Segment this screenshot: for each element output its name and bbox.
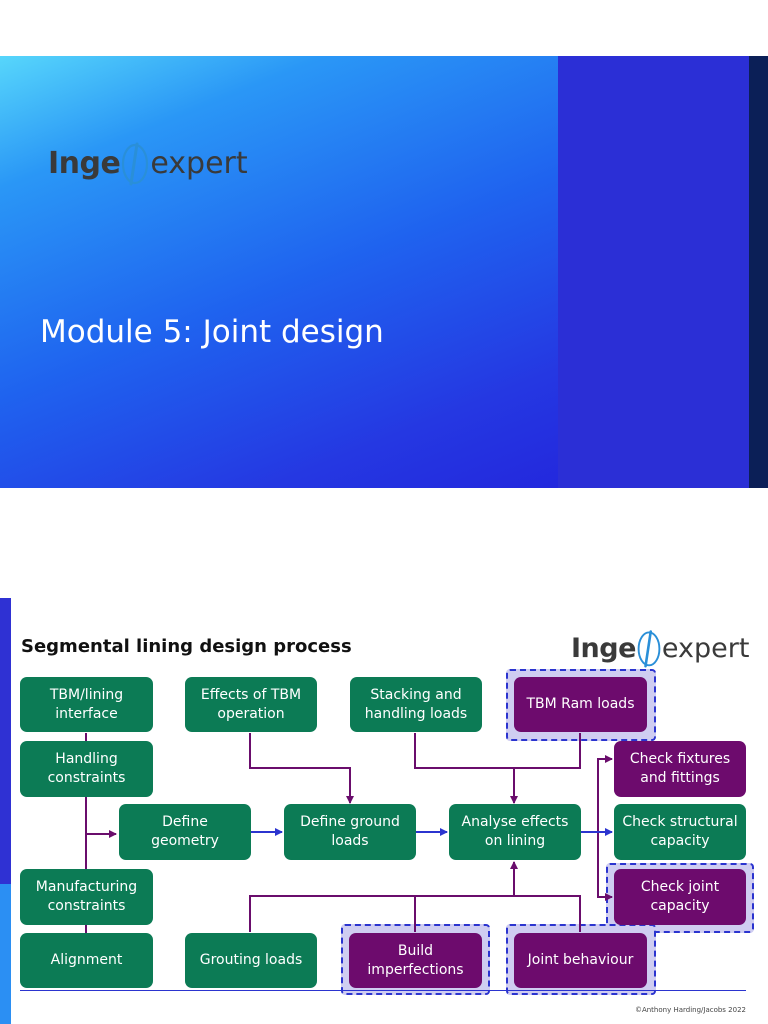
left-accent-bar [0,598,11,1024]
box-check-structural-capacity: Check structural capacity [614,804,746,860]
ingeexpert-logo: Inge expert [48,140,248,186]
gradient-background [0,56,560,488]
left-accent-bar-light [0,884,11,1024]
logo-text-expert: expert [150,145,248,181]
box-build-imperfections: Build imperfections [349,933,482,988]
logo-text-inge: Inge [571,632,636,664]
box-alignment: Alignment [20,933,153,988]
box-effects-of-tbm-operation: Effects of TBM operation [185,677,317,732]
logo-mark-icon [636,628,662,668]
box-grouting-loads: Grouting loads [185,933,317,988]
box-manufacturing-constraints: Manufacturing constraints [20,869,153,925]
box-tbm-lining-interface: TBM/lining interface [20,677,153,732]
ingeexpert-logo-small: Inge expert [571,628,749,668]
slide-title: Segmental lining design process [21,636,352,657]
box-check-fixtures-fittings: Check fixtures and fittings [614,741,746,797]
module-title: Module 5: Joint design [40,314,384,350]
title-slide: Inge expert Module 5: Joint design [0,56,768,488]
side-bar [749,56,768,488]
box-stacking-handling-loads: Stacking and handling loads [350,677,482,732]
box-analyse-effects: Analyse effects on lining [449,804,581,860]
footer-divider [20,990,746,991]
logo-mark-icon [120,140,150,186]
box-tbm-ram-loads: TBM Ram loads [514,677,647,732]
copyright-text: ©Anthony Harding/Jacobs 2022 [634,1006,746,1014]
process-slide: Segmental lining design process Inge exp… [0,598,768,1024]
box-define-geometry: Define geometry [119,804,251,860]
box-define-ground-loads: Define ground loads [284,804,416,860]
box-check-joint-capacity: Check joint capacity [614,869,746,925]
side-band [558,56,749,488]
logo-text-expert: expert [661,632,750,664]
box-joint-behaviour: Joint behaviour [514,933,647,988]
logo-text-inge: Inge [48,145,121,181]
box-handling-constraints: Handling constraints [20,741,153,797]
